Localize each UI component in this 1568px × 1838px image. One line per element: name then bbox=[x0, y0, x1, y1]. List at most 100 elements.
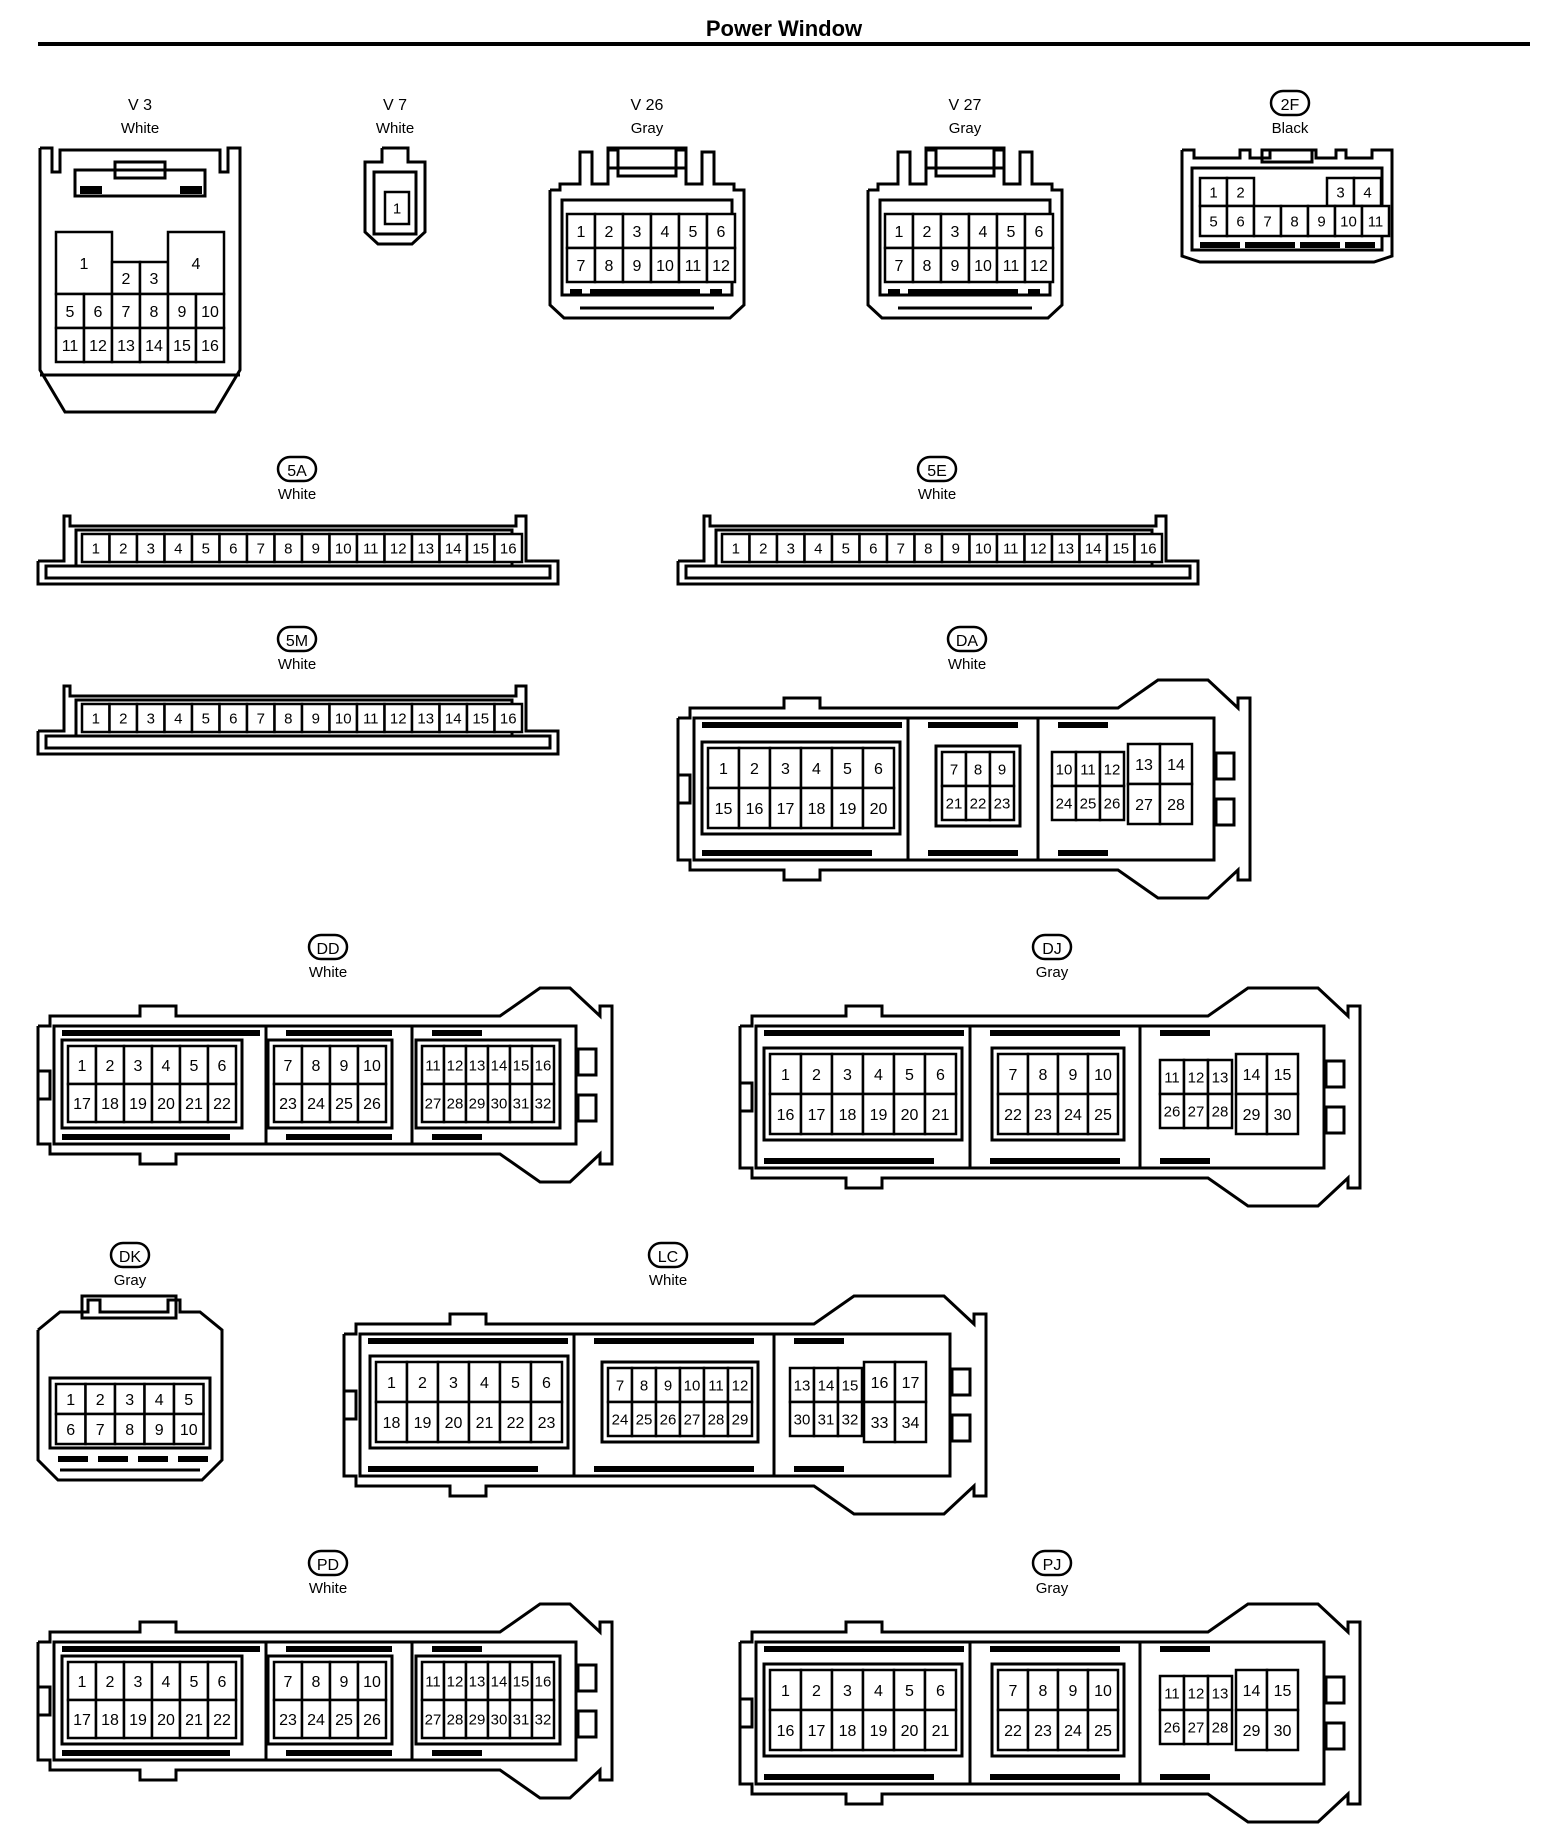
pin-number-DD-23: 23 bbox=[279, 1096, 297, 1113]
pin-number-DD-32: 32 bbox=[535, 1095, 552, 1112]
pin-number-V26-10: 10 bbox=[656, 258, 674, 275]
pin-number-PJ-10: 10 bbox=[1094, 1683, 1112, 1700]
pin-number-DA-27: 27 bbox=[1135, 797, 1153, 814]
connector-color: White bbox=[121, 120, 159, 137]
pin-number-5M-11: 11 bbox=[363, 710, 379, 727]
pin-number-2F-3: 3 bbox=[1336, 184, 1344, 201]
connector-code: 5A bbox=[287, 463, 307, 480]
pin-number-V3-13: 13 bbox=[117, 338, 135, 355]
pin-number-PD-32: 32 bbox=[535, 1711, 552, 1728]
pin-number-DJ-22: 22 bbox=[1004, 1107, 1022, 1124]
pin-cell bbox=[858, 532, 889, 564]
pin-cell bbox=[862, 1400, 897, 1444]
pin-cell bbox=[705, 246, 737, 284]
pin-cell bbox=[1333, 204, 1364, 238]
pin-number-DD-9: 9 bbox=[340, 1058, 349, 1075]
pin-number-LC-13: 13 bbox=[794, 1377, 811, 1394]
pin-number-2F-7: 7 bbox=[1263, 213, 1271, 230]
pin-number-5E-13: 13 bbox=[1057, 540, 1074, 557]
pin-cell bbox=[940, 532, 971, 564]
pin-number-5A-10: 10 bbox=[335, 540, 352, 557]
pin-number-PD-12: 12 bbox=[447, 1673, 464, 1690]
pin-number-DJ-14: 14 bbox=[1243, 1067, 1261, 1084]
pin-number-DA-6: 6 bbox=[874, 761, 883, 778]
pin-number-LC-10: 10 bbox=[684, 1377, 701, 1394]
pin-cell bbox=[467, 1400, 502, 1444]
pin-number-V26-5: 5 bbox=[689, 224, 698, 241]
pin-cell bbox=[1133, 532, 1164, 564]
pin-number-DA-1: 1 bbox=[719, 761, 728, 778]
pin-number-V26-1: 1 bbox=[577, 224, 586, 241]
pin-number-DA-24: 24 bbox=[1056, 795, 1073, 812]
pin-number-DA-11: 11 bbox=[1080, 761, 1096, 778]
pin-cell bbox=[273, 702, 304, 734]
pin-number-5E-9: 9 bbox=[952, 540, 960, 557]
pin-cell bbox=[996, 1092, 1030, 1136]
pin-cell bbox=[677, 212, 709, 250]
pin-number-DA-2: 2 bbox=[750, 761, 759, 778]
pin-number-PD-7: 7 bbox=[284, 1674, 293, 1691]
pin-cell bbox=[356, 1660, 388, 1702]
pin-cell bbox=[138, 326, 170, 364]
pin-number-DD-4: 4 bbox=[162, 1058, 171, 1075]
pin-number-DJ-13: 13 bbox=[1212, 1069, 1229, 1086]
pin-cell bbox=[836, 1400, 864, 1438]
pin-number-V26-4: 4 bbox=[661, 224, 670, 241]
pin-cell bbox=[356, 1082, 388, 1124]
pin-number-LC-26: 26 bbox=[660, 1411, 677, 1428]
pin-number-DJ-28: 28 bbox=[1212, 1103, 1229, 1120]
pin-cell bbox=[1182, 1708, 1210, 1746]
pin-number-V27-5: 5 bbox=[1007, 224, 1016, 241]
pin-number-PJ-13: 13 bbox=[1212, 1685, 1229, 1702]
pin-number-2F-4: 4 bbox=[1363, 184, 1371, 201]
pin-number-DD-12: 12 bbox=[447, 1057, 464, 1074]
pin-number-LC-16: 16 bbox=[871, 1375, 889, 1392]
pin-number-PJ-20: 20 bbox=[901, 1723, 919, 1740]
pin-number-PD-9: 9 bbox=[340, 1674, 349, 1691]
pin-number-PJ-14: 14 bbox=[1243, 1683, 1261, 1700]
pin-cell bbox=[1056, 1708, 1090, 1752]
pin-number-V26-2: 2 bbox=[605, 224, 614, 241]
pin-cell bbox=[122, 1660, 154, 1702]
pin-number-PD-26: 26 bbox=[363, 1712, 381, 1729]
pin-cell bbox=[677, 246, 709, 284]
pin-number-PD-14: 14 bbox=[491, 1673, 508, 1690]
pin-number-V27-1: 1 bbox=[895, 224, 904, 241]
pin-cell bbox=[861, 1668, 896, 1712]
pin-number-5A-16: 16 bbox=[500, 540, 517, 557]
pin-cell bbox=[630, 1366, 658, 1404]
connector-code-badge bbox=[307, 933, 349, 961]
pin-number-5A-12: 12 bbox=[390, 540, 407, 557]
pin-number-DD-8: 8 bbox=[312, 1058, 321, 1075]
pin-cell bbox=[328, 532, 359, 564]
pin-number-5A-6: 6 bbox=[229, 540, 237, 557]
pin-cell bbox=[498, 1360, 533, 1404]
pin-number-DD-22: 22 bbox=[213, 1096, 231, 1113]
pin-cell bbox=[163, 532, 194, 564]
pin-cell bbox=[1158, 742, 1194, 786]
pin-number-DA-12: 12 bbox=[1104, 761, 1121, 778]
pin-number-V3-1: 1 bbox=[80, 256, 89, 273]
pin-number-5A-15: 15 bbox=[472, 540, 489, 557]
pin-number-DJ-24: 24 bbox=[1064, 1107, 1082, 1124]
pin-number-5E-4: 4 bbox=[814, 540, 822, 557]
pin-number-PD-6: 6 bbox=[218, 1674, 227, 1691]
pin-number-LC-21: 21 bbox=[476, 1415, 494, 1432]
pin-number-DK-7: 7 bbox=[96, 1422, 105, 1439]
pin-cell bbox=[438, 532, 469, 564]
pin-number-DJ-16: 16 bbox=[777, 1107, 795, 1124]
pin-number-V3-4: 4 bbox=[192, 256, 201, 273]
connector-code: V 26 bbox=[631, 97, 664, 114]
pin-number-DJ-3: 3 bbox=[843, 1067, 852, 1084]
pin-number-DD-13: 13 bbox=[469, 1057, 486, 1074]
pin-number-DD-24: 24 bbox=[307, 1096, 325, 1113]
